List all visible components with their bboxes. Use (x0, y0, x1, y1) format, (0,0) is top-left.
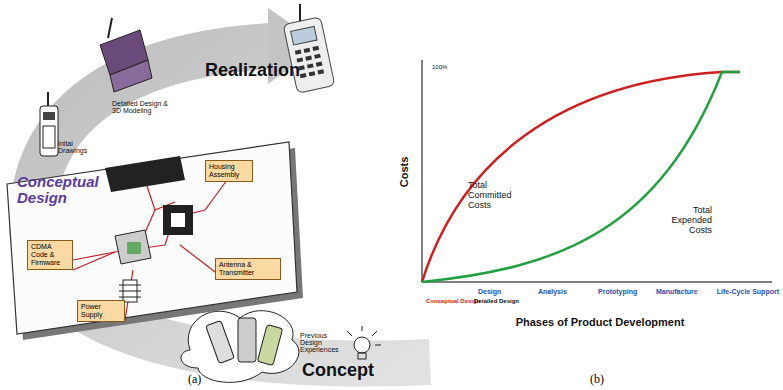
phase-label: Analysis (538, 288, 567, 295)
note: Previous Design Experiences (300, 332, 348, 353)
cost-chart (422, 60, 772, 282)
phase-label: Detailed Design (474, 298, 519, 304)
stage-name: Inital Drawings (58, 140, 94, 154)
component-box: CDMA Code & Firmware (27, 240, 73, 270)
curve-label: Total Committed Costs (468, 180, 518, 210)
phase-label: Life-Cycle Support (717, 288, 779, 295)
phase-label: Design (478, 288, 501, 295)
phone-detailed (100, 18, 152, 92)
stage-name: Detailed Design & 3D Modeling (112, 100, 172, 114)
component-box: Housing Assembly (205, 160, 253, 182)
axis-tick: 100% (432, 64, 447, 70)
stage-name: Realization (205, 60, 300, 81)
curve-label: Total Expended Costs (662, 205, 712, 235)
previous-designs (181, 311, 299, 383)
phase-label: Prototyping (598, 288, 637, 295)
phase-label: Manufacture (656, 288, 698, 295)
subfigure-label: (b) (590, 372, 604, 387)
design-board: Conceptual Design Housing AssemblyCDMA Co… (5, 140, 305, 345)
component-label: Power Supply (81, 303, 121, 319)
component-label: CDMA Code & Firmware (31, 243, 69, 267)
stage-name: Concept (302, 360, 374, 381)
axis-title: Phases of Product Development (516, 316, 685, 328)
phase-label: Conceptual Design (426, 298, 480, 304)
component-box: Antenna & Transmitter (215, 258, 281, 280)
lightbulb (347, 326, 381, 359)
board-title: Conceptual Design (17, 174, 112, 206)
subfigure-label: (a) (188, 372, 201, 387)
component-label: Housing Assembly (209, 163, 249, 179)
axis-title: Costs (398, 157, 410, 188)
component-label: Antenna & Transmitter (219, 261, 277, 277)
component-box: Power Supply (77, 300, 125, 322)
phone-drawing (40, 92, 58, 156)
